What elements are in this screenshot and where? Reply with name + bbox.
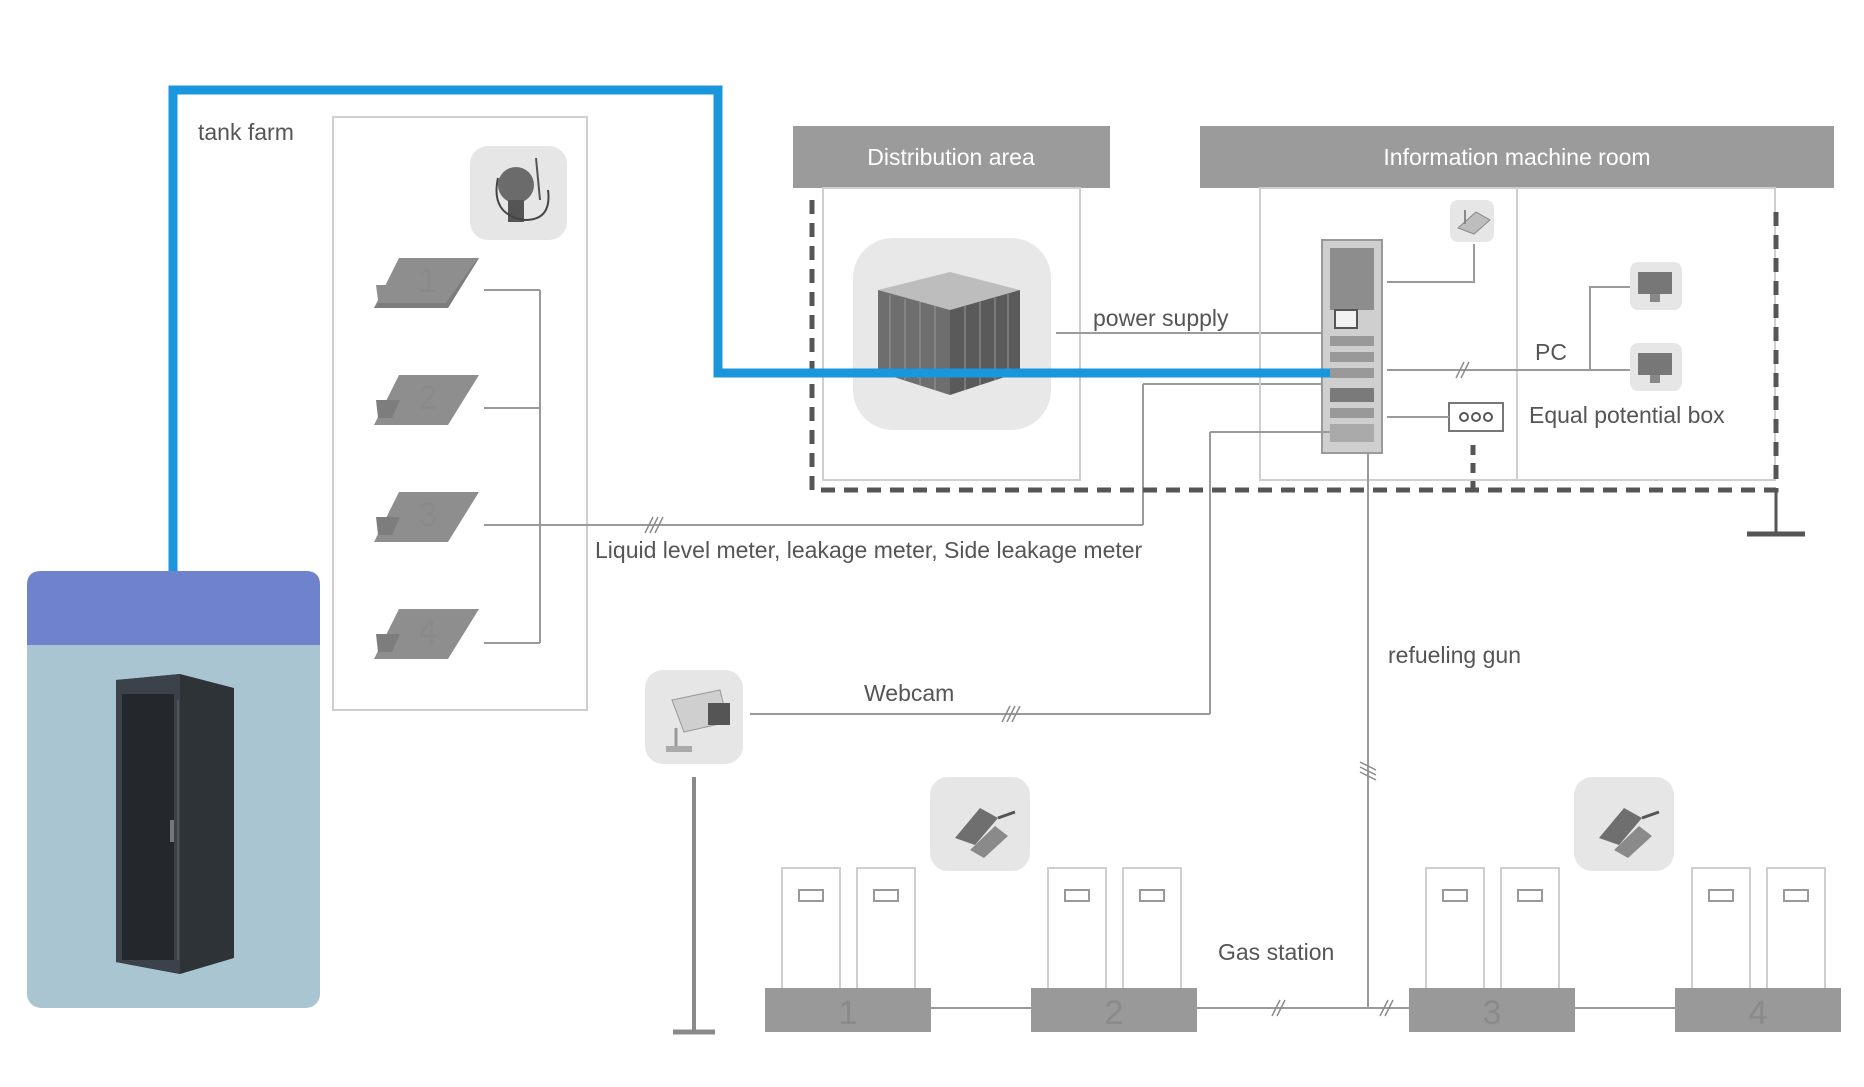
meters-label: Liquid level meter, leakage meter, Side … xyxy=(595,537,1143,563)
server-rack-icon xyxy=(1321,239,1383,454)
pump-island-2: 2 xyxy=(1031,867,1197,1032)
pc-wiring xyxy=(1387,286,1630,379)
webcam-icon xyxy=(645,670,743,764)
tank-farm-label: tank farm xyxy=(198,119,294,145)
tank-3-number: 3 xyxy=(419,496,438,534)
grounding-boundary xyxy=(809,200,1779,493)
substation-icon xyxy=(853,238,1051,430)
tank-list: 1 2 3 4 xyxy=(374,258,479,659)
tank-4: 4 xyxy=(374,609,479,659)
power-supply-label: power supply xyxy=(1093,305,1229,331)
nozzle-icon xyxy=(1574,777,1674,871)
ground-icon xyxy=(1747,490,1805,537)
distribution-area-title: Distribution area xyxy=(867,144,1035,170)
pump-island-3: 3 xyxy=(1409,867,1575,1032)
gas-station-label: Gas station xyxy=(1218,939,1334,965)
island-bus xyxy=(931,999,1675,1017)
cable-hash-mark xyxy=(1359,761,1377,781)
webcam-wiring xyxy=(750,431,1330,723)
information-room-title: Information machine room xyxy=(1383,144,1650,170)
network-connection-line xyxy=(168,85,1330,575)
tank-2: 2 xyxy=(374,375,479,425)
equal-potential-box-label: Equal potential box xyxy=(1529,402,1725,428)
pump-island-1: 1 xyxy=(765,867,931,1032)
monitor-icon xyxy=(1630,343,1682,391)
tank-1: 1 xyxy=(374,258,479,308)
pump-island-list: 1 2 3 4 xyxy=(765,867,1841,1032)
pump-island-2-number: 2 xyxy=(1105,994,1124,1032)
pump-island-4-number: 4 xyxy=(1749,994,1768,1032)
information-room-header xyxy=(1200,126,1834,188)
tank-2-number: 2 xyxy=(419,379,438,417)
tank-4-number: 4 xyxy=(419,613,438,651)
distribution-area-header xyxy=(793,126,1110,188)
tank-3: 3 xyxy=(374,492,479,542)
tank-1-number: 1 xyxy=(419,262,438,300)
pump-island-4: 4 xyxy=(1675,867,1841,1032)
probe-icon xyxy=(470,146,567,240)
pc-label: PC xyxy=(1535,339,1567,365)
router-icon xyxy=(1450,200,1494,242)
refueling-gun-label: refueling gun xyxy=(1388,642,1521,668)
pump-island-3-number: 3 xyxy=(1483,994,1502,1032)
pump-island-1-number: 1 xyxy=(839,994,858,1032)
cable-hash-mark xyxy=(644,516,664,534)
equal-potential-box-icon xyxy=(1448,402,1504,432)
tank-bus xyxy=(484,289,1330,644)
webcam-label: Webcam xyxy=(864,680,954,706)
nozzle-icon xyxy=(930,777,1030,871)
tank-farm-panel xyxy=(332,116,588,711)
network-cabinet-icon xyxy=(116,674,234,974)
monitor-icon xyxy=(1630,262,1682,310)
router-link xyxy=(1387,244,1475,283)
